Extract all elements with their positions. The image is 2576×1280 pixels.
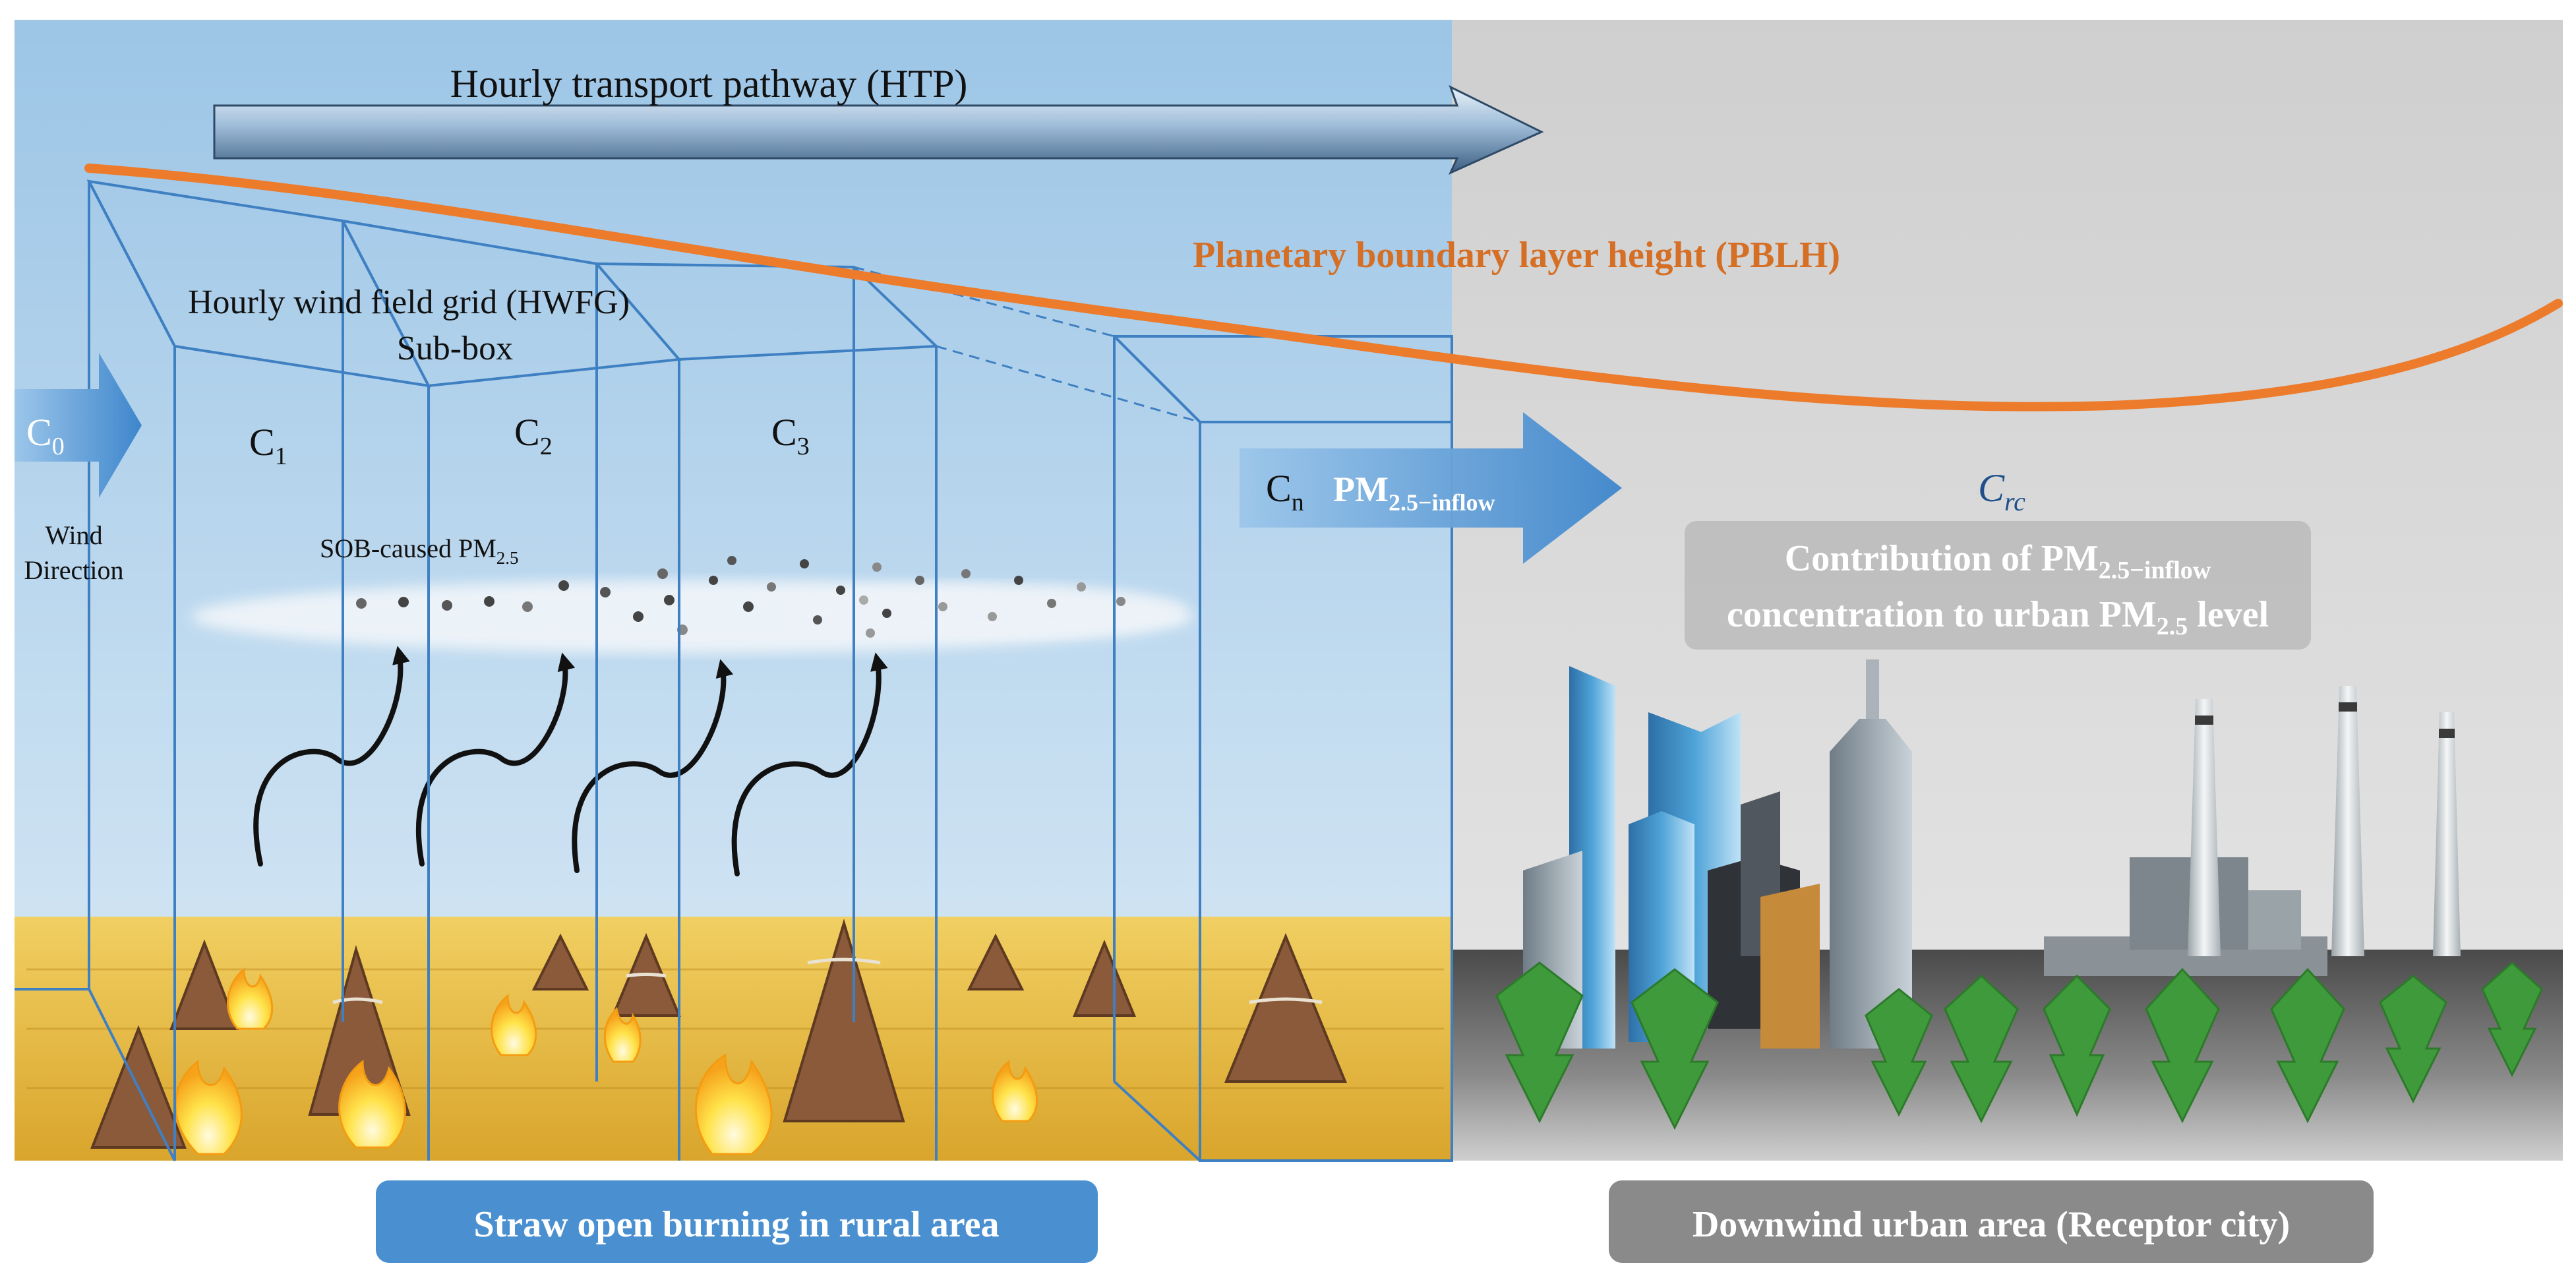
cn-label: Cn bbox=[1266, 467, 1304, 516]
htp-arrow bbox=[213, 85, 1544, 175]
smoke-rise-arrows bbox=[253, 646, 888, 876]
factory bbox=[2044, 686, 2461, 976]
rural-badge bbox=[376, 1180, 1098, 1263]
hwfg-label: Hourly wind field grid (HWFG) bbox=[188, 284, 630, 321]
htp-label: Hourly transport pathway (HTP) bbox=[450, 62, 968, 106]
trees bbox=[1495, 961, 2543, 1130]
wind-label-line2: Direction bbox=[24, 555, 123, 585]
c0-label: C0 bbox=[26, 411, 65, 460]
c3-label: C3 bbox=[771, 411, 810, 460]
urban-badge-label: Downwind urban area (Receptor city) bbox=[1692, 1204, 2290, 1245]
c1-label: C1 bbox=[249, 421, 287, 470]
haystacks bbox=[90, 919, 1347, 1149]
skyscrapers bbox=[1523, 659, 1912, 1049]
fires bbox=[174, 967, 1038, 1155]
haystack-ties bbox=[332, 958, 1323, 1004]
urban-badge bbox=[1609, 1180, 2374, 1263]
inflow-label: PM2.5−inflow bbox=[1333, 470, 1495, 516]
pblh-label: Planetary boundary layer height (PBLH) bbox=[1193, 235, 1840, 276]
wind-label-line1: Wind bbox=[45, 520, 102, 550]
contribution-line1: Contribution of PM2.5−inflow bbox=[1785, 538, 2211, 584]
pm-particles bbox=[356, 556, 1125, 638]
wind-direction-arrow bbox=[15, 353, 142, 498]
subbox-label: Sub-box bbox=[397, 330, 513, 367]
hwfg-dashed-links bbox=[853, 266, 1201, 423]
rural-badge-label: Straw open burning in rural area bbox=[473, 1204, 999, 1245]
inflow-arrow bbox=[1240, 412, 1622, 564]
contribution-box bbox=[1685, 521, 2311, 650]
contribution-line2: concentration to urban PM2.5 level bbox=[1727, 594, 2269, 640]
pblh-curve bbox=[84, 164, 2563, 411]
c2-label: C2 bbox=[514, 411, 553, 460]
crc-label: Crc bbox=[1978, 466, 2025, 516]
smoke-cloud bbox=[191, 580, 1193, 653]
sob-label: SOB-caused PM2.5 bbox=[320, 533, 519, 568]
